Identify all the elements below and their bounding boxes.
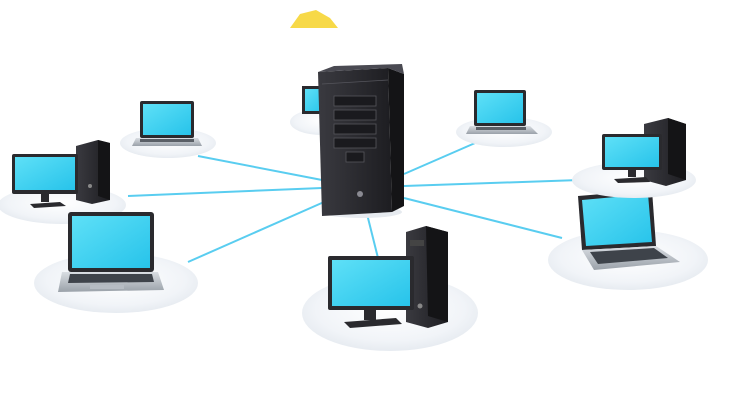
laptop-icon <box>466 90 538 134</box>
workstation-top-right <box>456 90 552 147</box>
desktop-monitor-icon <box>602 134 662 183</box>
desktop-monitor-icon <box>12 154 78 208</box>
desktop-tower-icon <box>76 140 110 204</box>
workstation-bottom-center <box>302 226 478 351</box>
server-power-icon <box>357 191 363 197</box>
laptop-icon <box>58 212 164 292</box>
workstation-left <box>0 140 126 224</box>
laptop-icon <box>578 190 680 270</box>
server-side-panel <box>388 68 404 212</box>
workstation-right <box>572 118 696 198</box>
yellow-accent-shape <box>290 10 338 28</box>
workstation-bottom-right <box>548 190 708 290</box>
server-drive-bays <box>333 95 377 149</box>
network-cables <box>127 139 581 263</box>
laptop-icon <box>132 101 202 146</box>
workstation-bottom-left <box>34 212 198 313</box>
workstation-top-left <box>120 101 216 158</box>
server-tower <box>318 64 404 218</box>
desktop-monitor-icon <box>328 256 414 328</box>
desktop-tower-icon <box>406 226 448 328</box>
